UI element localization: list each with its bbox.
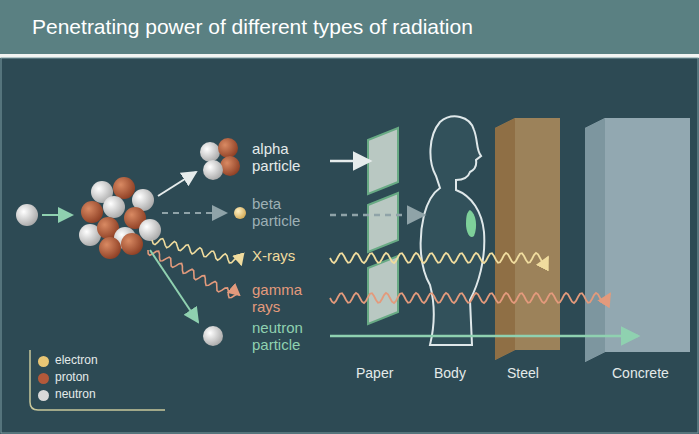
barrier-label: Body — [434, 366, 466, 382]
radiation-label: beta particle — [252, 196, 322, 230]
radiation-label: X-rays — [252, 248, 295, 265]
radiation-label: neutron particle — [252, 320, 322, 354]
legend-swatch — [38, 356, 49, 367]
radiation-label: alpha particle — [252, 141, 322, 175]
legend-text: neutron — [55, 388, 96, 401]
barrier-label: Concrete — [612, 366, 669, 382]
barrier-label: Steel — [507, 366, 539, 382]
legend-text: proton — [55, 371, 89, 384]
title-text: Penetrating power of different types of … — [32, 15, 473, 39]
barrier-label: Paper — [356, 366, 393, 382]
radiation-label: gamma rays — [252, 282, 322, 316]
legend-swatch — [38, 373, 49, 384]
legend-swatch — [38, 390, 49, 401]
legend-text: electron — [55, 354, 98, 367]
